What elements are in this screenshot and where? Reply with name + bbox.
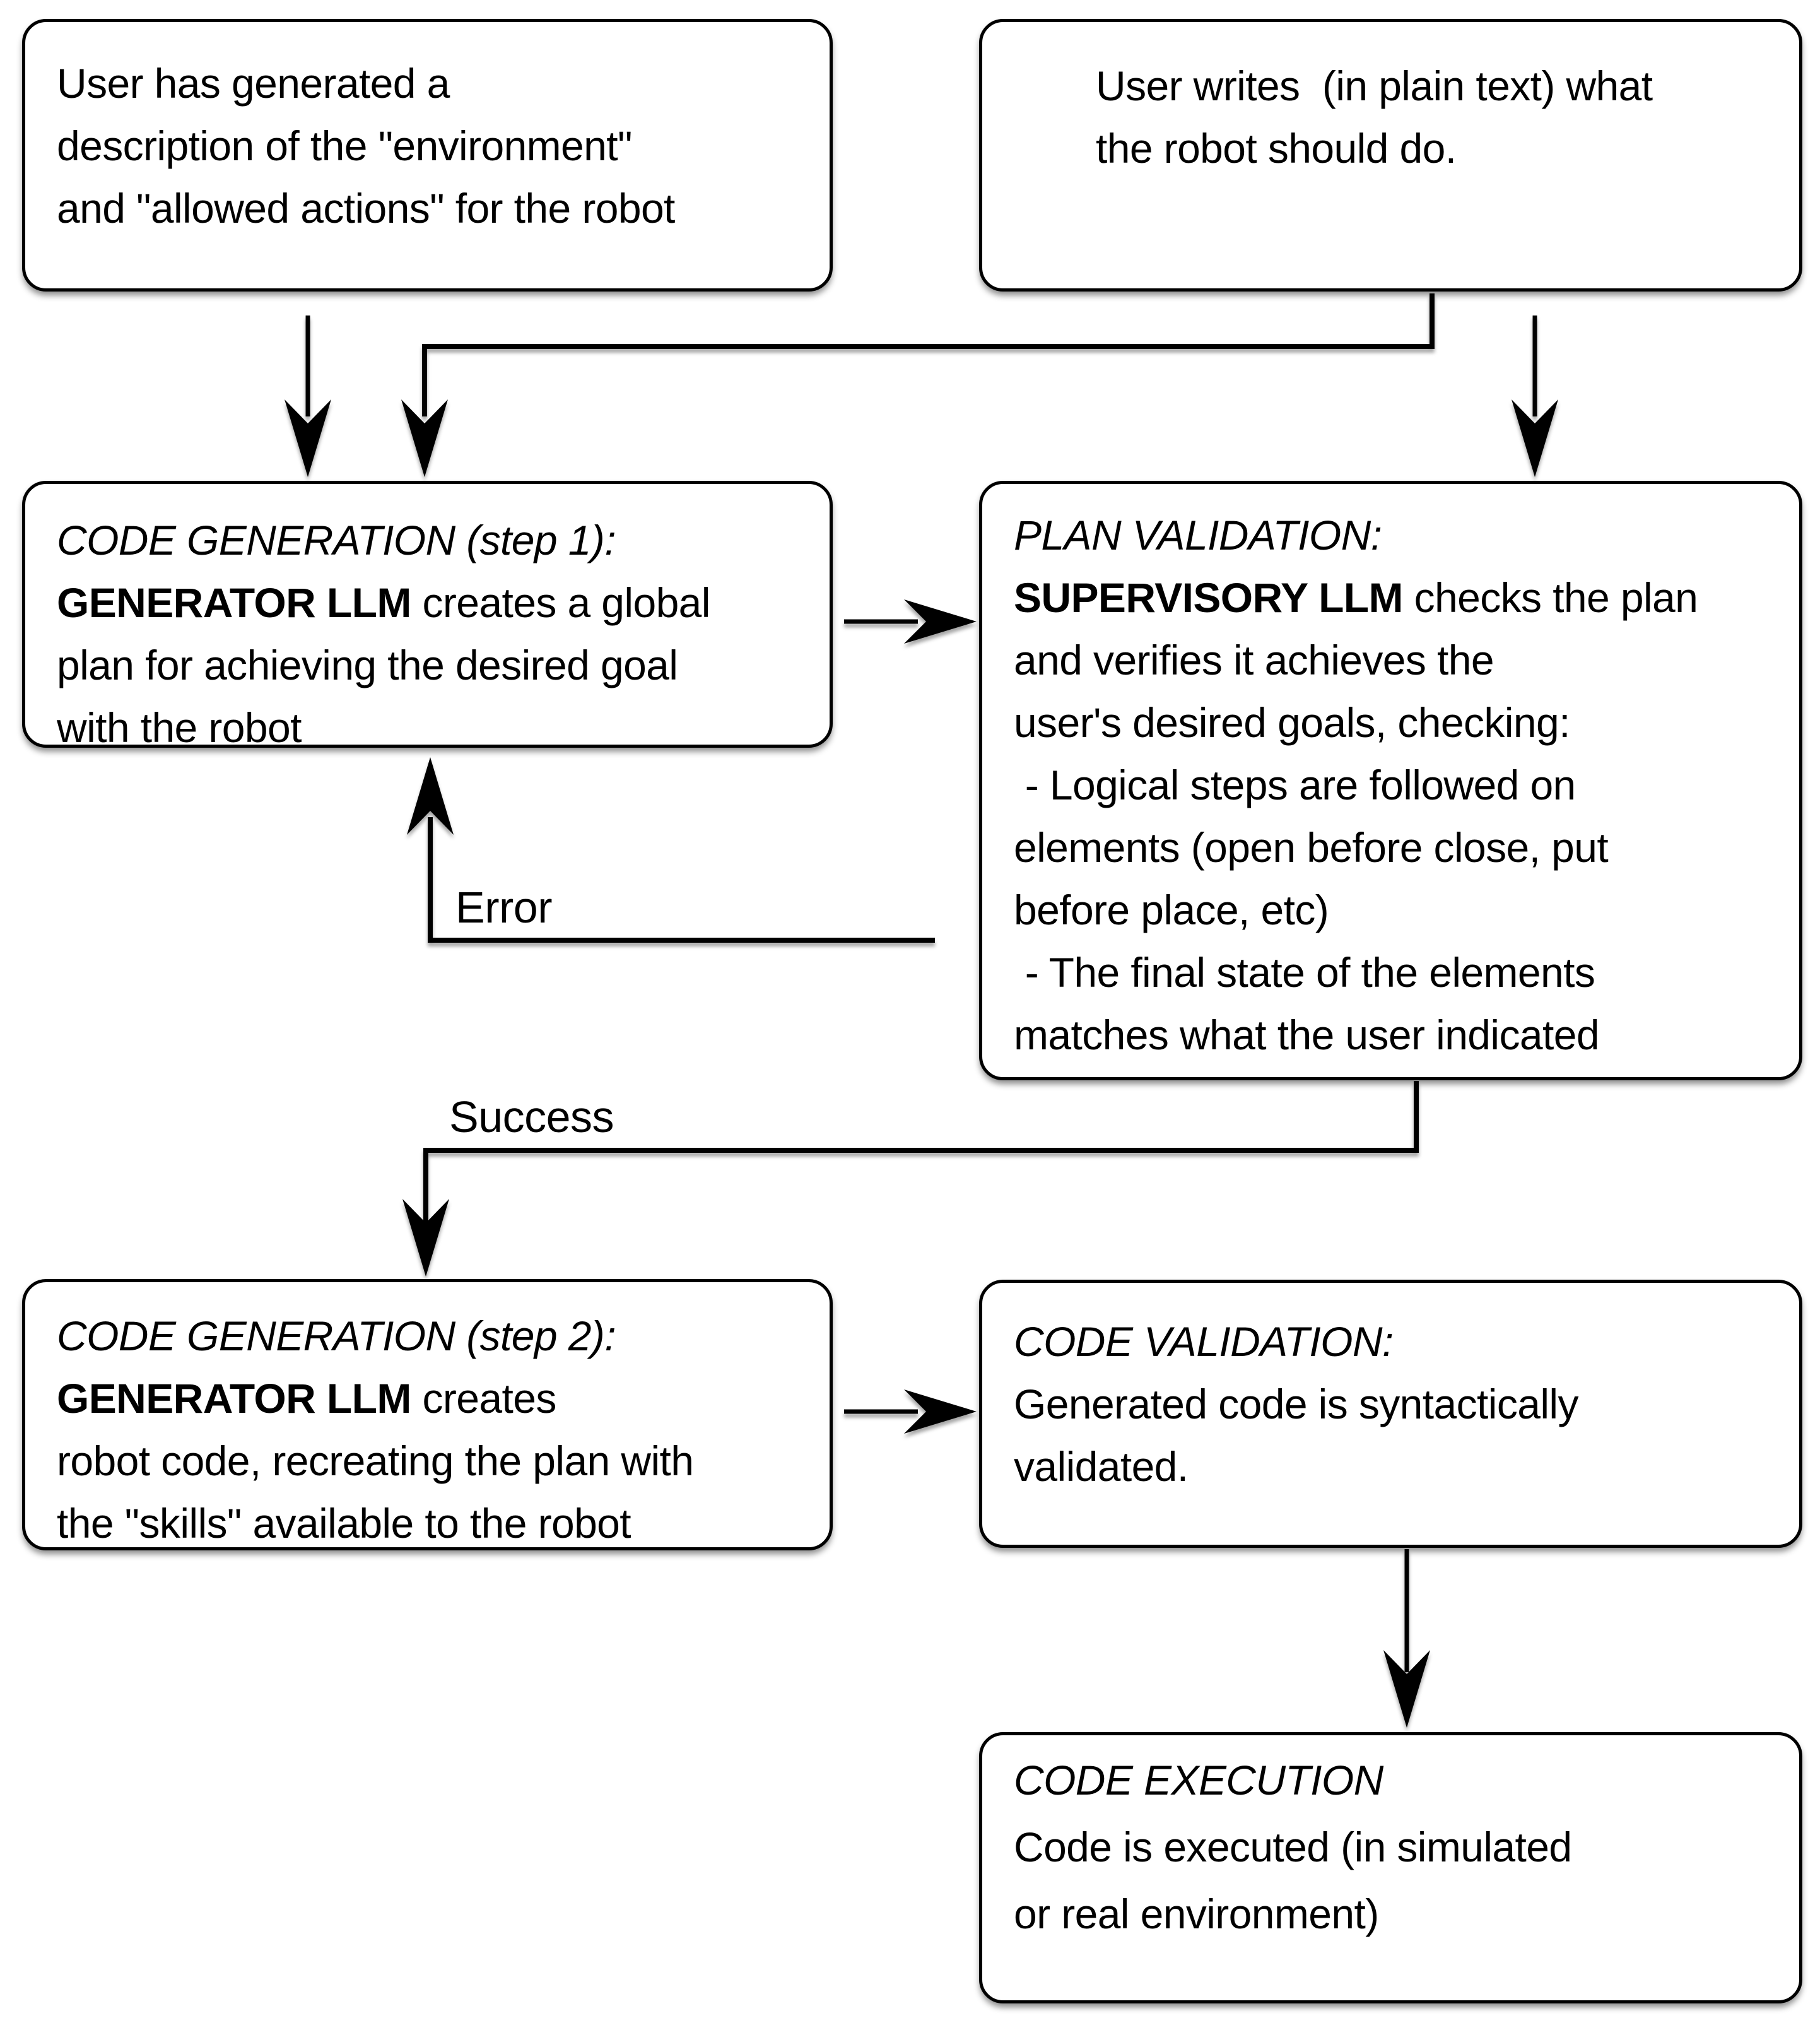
arrow-task-to-codegen1 [401, 293, 1435, 477]
arrow-task-to-plan-validation [1512, 316, 1558, 477]
box-text-line: SUPERVISORY LLM checks the plan [1014, 574, 1698, 621]
box-text-line: before place, etc) [1014, 887, 1329, 933]
box-text-line: user's desired goals, checking: [1014, 699, 1570, 746]
box-text-line: with the robot [57, 704, 302, 751]
arrow-env-to-codegen1 [285, 316, 331, 477]
box-text-line: elements (open before close, put [1014, 824, 1609, 871]
box-text-line: plan for achieving the desired goal [57, 642, 678, 688]
box-text-line: GENERATOR LLM creates a global [57, 579, 710, 626]
arrow-codegen2-to-code-validation [844, 1389, 977, 1434]
box-text-line: CODE GENERATION (step 2): [57, 1312, 616, 1359]
box-text-line: GENERATOR LLM creates [57, 1375, 556, 1422]
box-text-line: PLAN VALIDATION: [1014, 512, 1382, 558]
box-text-line: - The final state of the elements [1014, 949, 1595, 996]
error-edge-label: Error [455, 883, 553, 932]
box-text-line: - Logical steps are followed on [1014, 762, 1576, 808]
box-text-line: CODE GENERATION (step 1): [57, 517, 616, 563]
box-text-line: or real environment) [1014, 1890, 1379, 1937]
box-text-line: Code is executed (in simulated [1014, 1824, 1572, 1870]
box-text-line: CODE EXECUTION [1014, 1757, 1383, 1803]
success-edge-label: Success [449, 1092, 614, 1141]
box-text-line: CODE VALIDATION: [1014, 1318, 1394, 1365]
box-user-task-request: User writes (in plain text) what the robo… [979, 19, 1802, 292]
box-text-line: the robot should do. [1096, 125, 1457, 172]
box-text-line: validated. [1014, 1443, 1189, 1490]
box-code-execution: CODE EXECUTION Code is executed (in simul… [979, 1732, 1802, 2003]
box-text-line: and verifies it achieves the [1014, 637, 1494, 683]
box-text-line: description of the "environment" [57, 122, 632, 169]
box-plan-validation: PLAN VALIDATION: SUPERVISORY LLM checks t… [979, 481, 1802, 1080]
box-code-validation: CODE VALIDATION: Generated code is syntac… [979, 1280, 1802, 1548]
box-text-line: User writes (in plain text) what [1096, 62, 1653, 109]
box-text-line: matches what the user indicated [1014, 1012, 1600, 1058]
box-user-environment-description: User has generated a description of the "… [22, 19, 833, 292]
box-text-line: and "allowed actions" for the robot [57, 185, 675, 232]
box-code-generation-step-2: CODE GENERATION (step 2): GENERATOR LLM c… [22, 1279, 833, 1550]
box-code-generation-step-1: CODE GENERATION (step 1): GENERATOR LLM c… [22, 481, 833, 751]
arrow-codegen1-to-plan-validation [844, 599, 977, 644]
box-text-line: User has generated a [57, 60, 450, 107]
box-text-line: the "skills" available to the robot [57, 1500, 631, 1547]
box-text-line: robot code, recreating the plan with [57, 1437, 694, 1484]
arrow-code-validation-to-execution [1383, 1549, 1430, 1728]
box-text-line: Generated code is syntactically [1014, 1381, 1578, 1427]
